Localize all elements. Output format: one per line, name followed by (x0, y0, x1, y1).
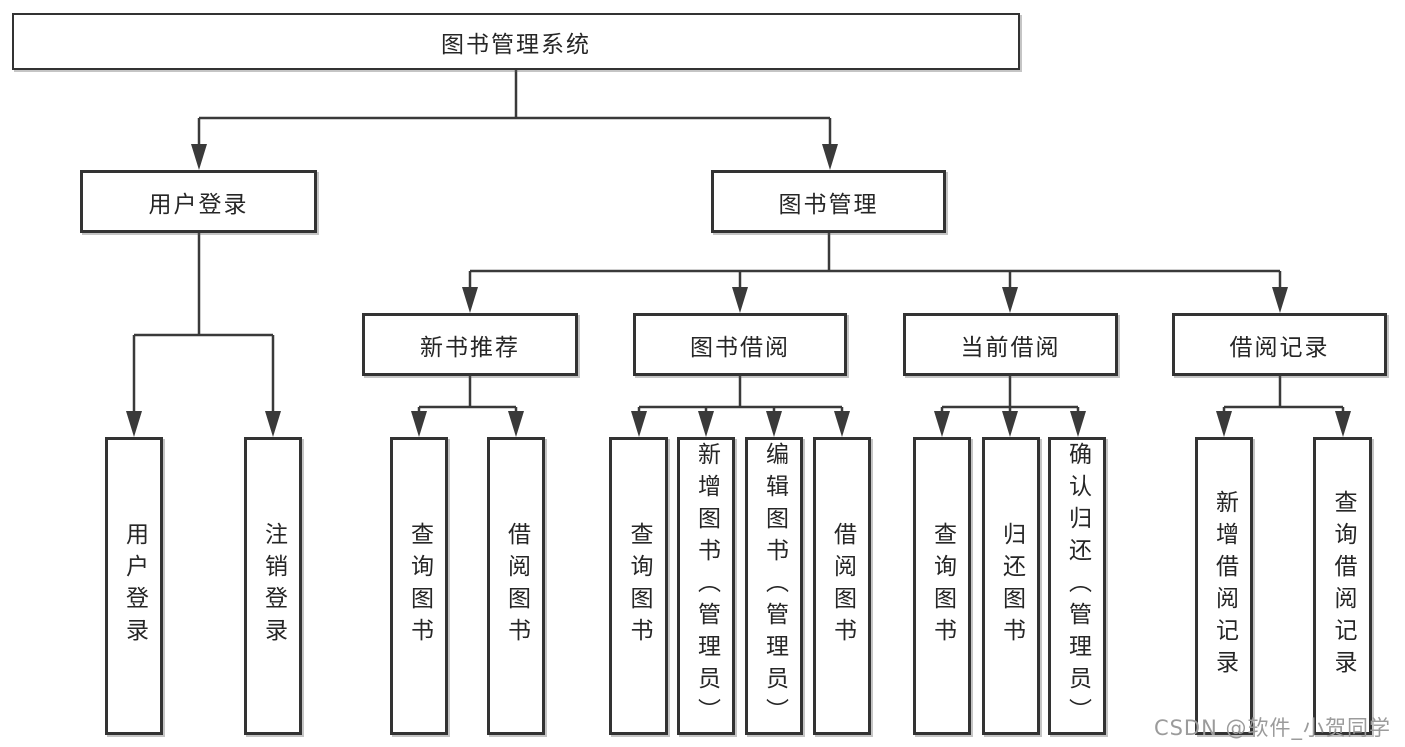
node-leaf-add-book-admin: 新增图书（管理员） (677, 437, 735, 735)
node-leaf-add-borrow-record: 新增借阅记录 (1195, 437, 1253, 735)
node-leaf-confirm-return-admin: 确认归还（管理员） (1048, 437, 1106, 735)
node-leaf-borrow-books-recommend: 借阅图书 (487, 437, 545, 735)
node-leaf-borrow-books: 借阅图书 (813, 437, 871, 735)
node-leaf-user-login: 用户登录 (105, 437, 163, 735)
node-leaf-edit-book-admin: 编辑图书（管理员） (745, 437, 803, 735)
node-book-borrow: 图书借阅 (633, 313, 847, 376)
node-leaf-query-books-recommend: 查询图书 (390, 437, 448, 735)
node-book-management: 图书管理 (711, 170, 946, 233)
node-borrow-records: 借阅记录 (1172, 313, 1387, 376)
node-leaf-return-book: 归还图书 (982, 437, 1040, 735)
watermark: CSDN @软件_小贺同学 (1153, 716, 1391, 740)
node-leaf-query-books-borrow: 查询图书 (609, 437, 668, 735)
node-root: 图书管理系统 (12, 13, 1020, 70)
node-leaf-logout: 注销登录 (244, 437, 302, 735)
node-new-book-recommend: 新书推荐 (362, 313, 578, 376)
node-leaf-query-books-current: 查询图书 (913, 437, 971, 735)
node-user-login: 用户登录 (80, 170, 317, 233)
node-current-borrow: 当前借阅 (903, 313, 1118, 376)
node-leaf-query-borrow-record: 查询借阅记录 (1313, 437, 1372, 735)
